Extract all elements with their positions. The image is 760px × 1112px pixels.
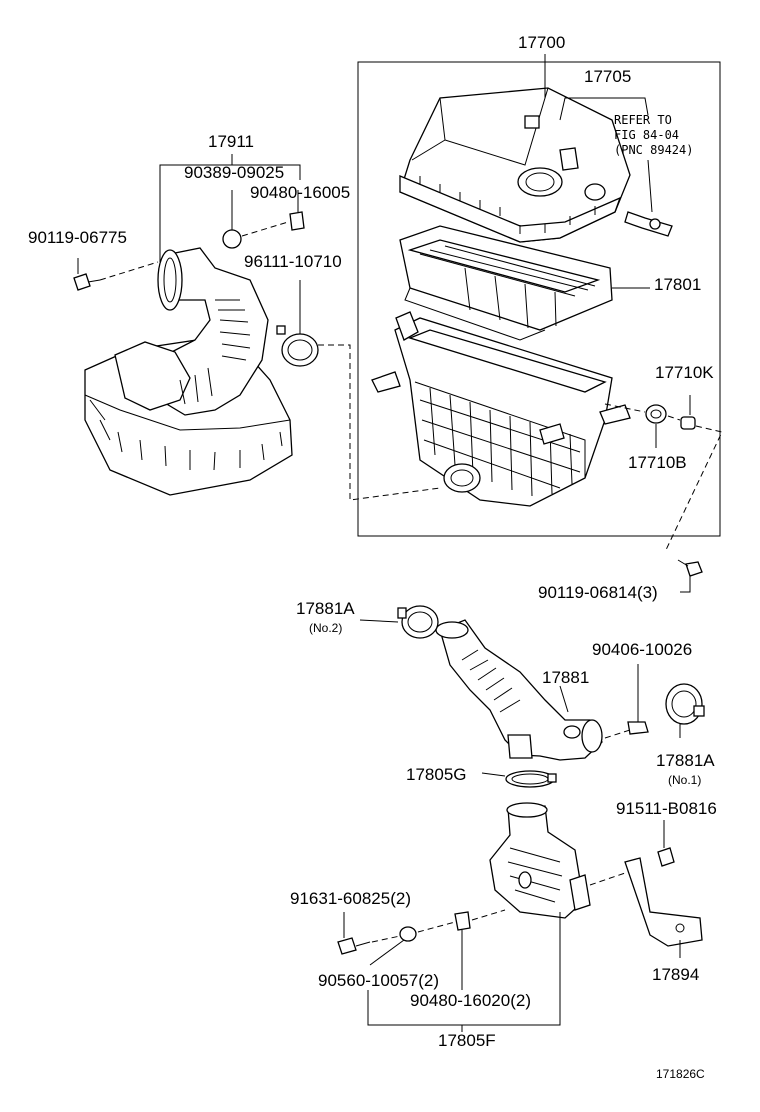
label-90560-10057: 90560-10057(2) — [318, 971, 439, 990]
air-cleaner-assembly-frame — [357, 61, 721, 537]
grommet-90389 — [222, 229, 242, 249]
cushion-90480-16020 — [454, 911, 471, 931]
air-cleaner-hose — [435, 619, 603, 761]
label-90119-06814: 90119-06814(3) — [538, 583, 658, 602]
label-no2: (No.2) — [309, 621, 342, 635]
label-17911: 17911 — [208, 132, 254, 151]
label-91511-b0816: 91511-B0816 — [616, 799, 717, 818]
intake-duct-pipe — [114, 247, 269, 416]
label-17805g: 17805G — [406, 765, 467, 784]
label-91631-60825: 91631-60825(2) — [290, 889, 411, 908]
label-90389-09025: 90389-09025 — [184, 163, 284, 182]
label-17705: 17705 — [584, 67, 631, 86]
air-cleaner-case — [371, 311, 631, 507]
label-17805f: 17805F — [438, 1031, 496, 1050]
label-17881a-no2: 17881A — [296, 599, 355, 618]
label-90406-10026: 90406-10026 — [592, 640, 692, 659]
label-refer-line3: (PNC 89424) — [614, 143, 693, 157]
label-17710k: 17710K — [655, 363, 714, 382]
bolt-90119-06775 — [73, 273, 101, 291]
hose-clamp-17881a-no2 — [397, 605, 439, 639]
air-filter-element — [399, 225, 613, 341]
label-no1: (No.1) — [668, 773, 701, 787]
label-17894: 17894 — [652, 965, 699, 984]
label-17801: 17801 — [654, 275, 701, 294]
cushion-17710k — [680, 416, 696, 430]
hose-clamp-17881a-no1 — [665, 683, 705, 725]
label-90480-16020: 90480-16020(2) — [410, 991, 531, 1010]
figure-number: 171826C — [656, 1067, 705, 1081]
intake-resonator-lower — [489, 802, 591, 919]
label-17710b: 17710B — [628, 453, 687, 472]
label-17881a-no1: 17881A — [656, 751, 715, 770]
collar-90560 — [399, 926, 417, 942]
bolt-90119-06814 — [677, 559, 703, 577]
clip-90406-10026 — [627, 700, 649, 735]
label-17881: 17881 — [542, 668, 589, 687]
bolt-91511-b0816 — [657, 847, 675, 867]
label-refer-line1: REFER TO — [614, 113, 672, 127]
label-90119-06775: 90119-06775 — [28, 228, 127, 247]
label-17700: 17700 — [518, 33, 565, 52]
label-90480-16005: 90480-16005 — [250, 183, 350, 202]
cushion-90480-16005 — [289, 211, 305, 231]
air-cleaner-cap — [399, 87, 631, 243]
bracket-17894 — [624, 857, 703, 947]
intake-air-temp-sensor — [624, 211, 673, 237]
hose-clamp-96111 — [276, 325, 319, 367]
label-96111-10710: 96111-10710 — [244, 252, 342, 271]
clamp-17805g — [505, 770, 557, 788]
label-refer-line2: FIG 84-04 — [614, 128, 679, 142]
grommet-17710b — [645, 404, 667, 424]
bolt-91631-60825 — [337, 937, 371, 955]
